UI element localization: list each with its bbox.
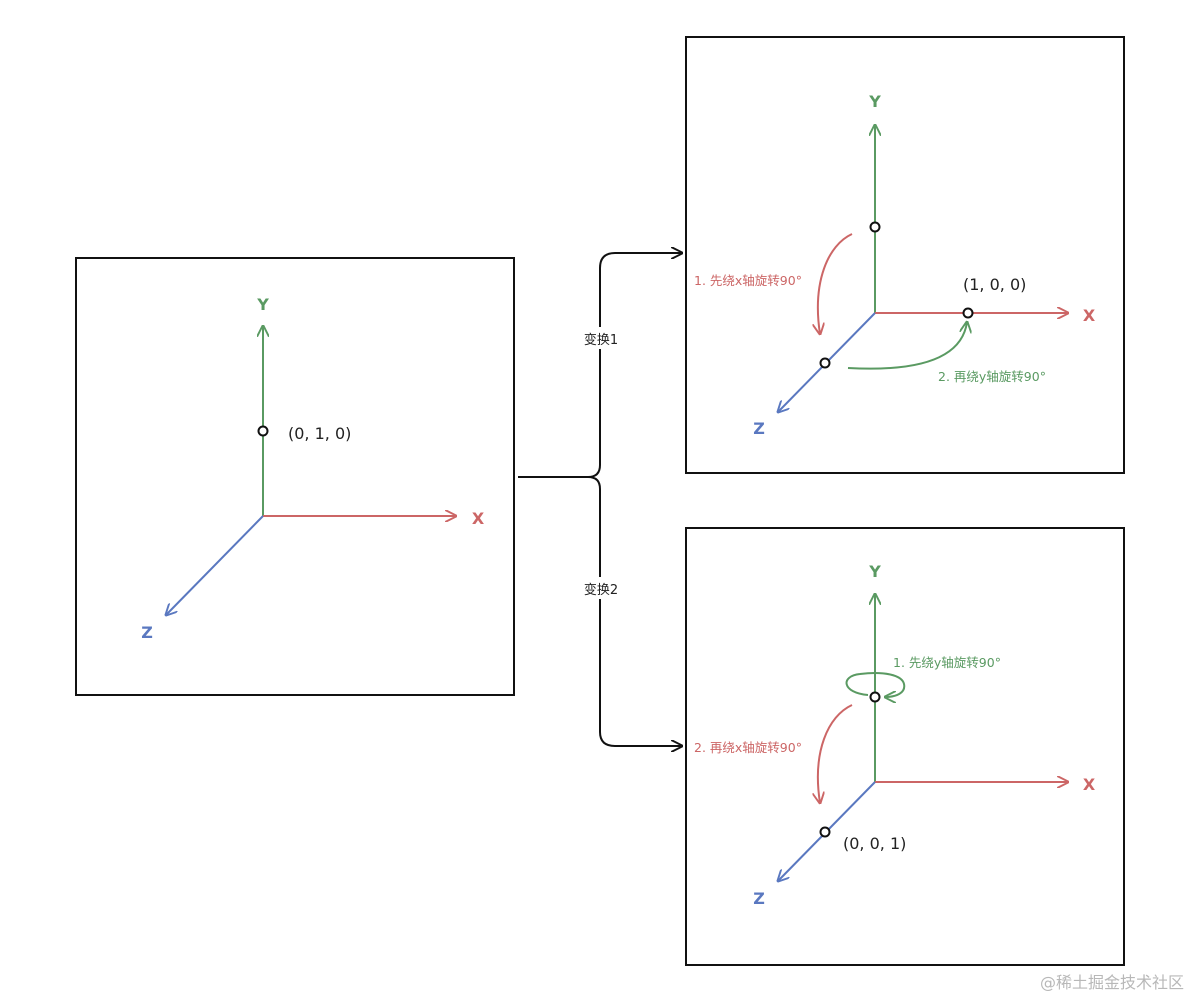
panel1-step1-label: 1. 先绕x轴旋转90° [694,273,802,288]
panel1-mid-point [819,357,831,369]
panel-transform1: Y X Z 1. 先绕x轴旋转90° 2. 再绕y轴旋转90° (1, 0, 0… [685,36,1125,474]
panel1-step2-label: 2. 再绕y轴旋转90° [938,369,1046,384]
branch-bracket: 变换1 变换2 [518,253,682,746]
panel2-end-point [819,826,831,838]
panel1-rotate-y-arrow [847,322,967,370]
source-panel-frame [75,257,515,696]
panel1-frame [685,36,1125,474]
bracket-stem [518,464,601,478]
panel1-x-axis-label: X [1083,306,1096,325]
panel2-step2-label: 2. 再绕x轴旋转90° [694,740,802,755]
source-point-label: (0, 1, 0) [288,424,351,443]
bracket-upper-arm [599,253,682,465]
panel2-x-axis-label: X [1083,775,1096,794]
panel1-point-label: (1, 0, 0) [963,275,1026,294]
source-x-axis-label: X [472,509,485,528]
panel1-y-axis-label: Y [868,92,881,111]
panel-transform2: Y X Z 1. 先绕y轴旋转90° 2. 再绕x轴旋转90° (0, 0, 1… [685,527,1125,966]
transform2-label: 变换2 [584,582,618,598]
panel2-z-axis-label: Z [753,889,765,908]
panel2-rotate-y-loop [845,672,906,697]
source-y-axis-label: Y [256,295,269,314]
transform1-label: 变换1 [584,332,618,348]
panel1-start-point [869,221,881,233]
panel2-step1-label: 1. 先绕y轴旋转90° [893,655,1001,670]
source-panel: Y X Z (0, 1, 0) [75,257,515,696]
source-point-marker [257,425,269,437]
bracket-lower-arm [587,476,682,746]
panel1-end-point [962,307,974,319]
panel2-point-label: (0, 0, 1) [843,834,906,853]
source-z-axis-label: Z [141,623,153,642]
panel2-start-point [869,691,881,703]
panel1-z-axis-label: Z [753,419,765,438]
panel2-rotate-x-arrow [818,704,853,803]
source-z-axis [166,515,264,615]
panel1-rotate-x-arrow [818,233,853,334]
watermark-text: @稀土掘金技术社区 [1040,973,1184,992]
panel2-y-axis-label: Y [868,562,881,581]
panel2-frame [685,527,1125,966]
